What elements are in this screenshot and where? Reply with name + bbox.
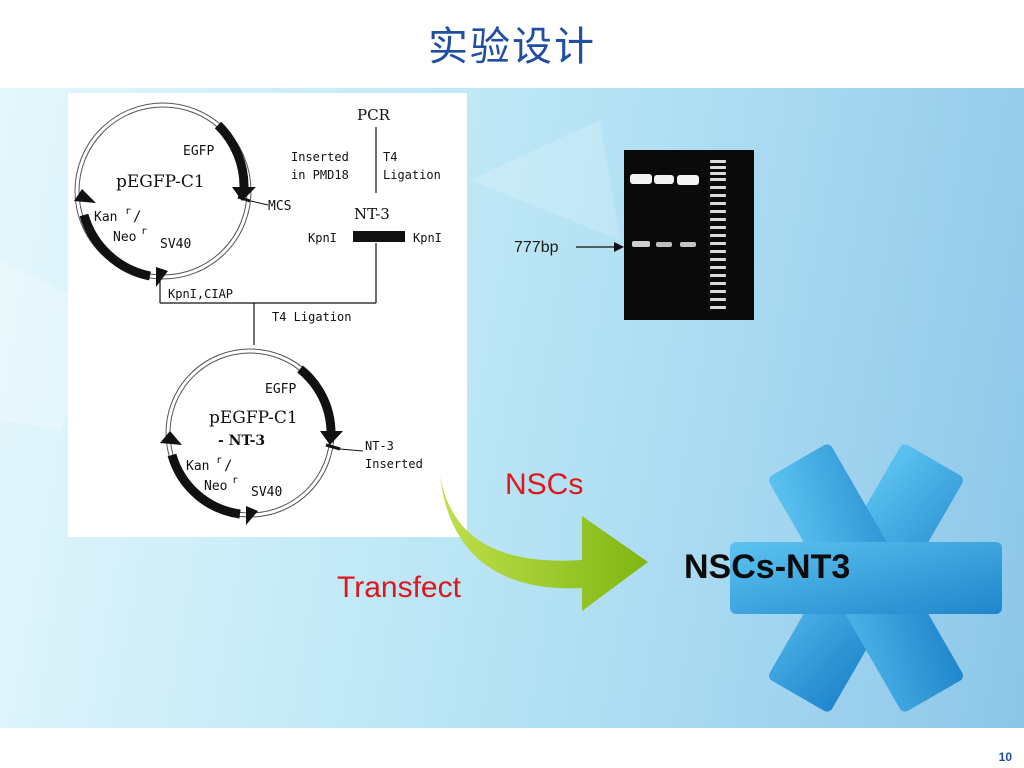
- page-number: 10: [998, 750, 1012, 764]
- page-title: 实验设计: [428, 24, 596, 70]
- top-neo-label: Neo: [113, 230, 136, 245]
- kpni-left-label: KpnI: [308, 231, 337, 245]
- well-band: [630, 174, 652, 184]
- bottom-kan-superscript: r: [216, 455, 222, 466]
- nt3-insert-label-line2: Inserted: [365, 457, 423, 471]
- plasmid-diagram: EGFP pEGFP-C1 MCS Kan r / Neo r SV40 PCR…: [68, 93, 467, 537]
- bottom-plasmid-name: pEGFP-C1: [209, 408, 298, 428]
- bottom-sv40-label: SV40: [251, 485, 282, 500]
- nt3-insert-label-line1: NT-3: [365, 439, 394, 453]
- t4-label-line2: Ligation: [383, 168, 441, 182]
- insert-band: [632, 241, 650, 247]
- t4-ligation-label: T4 Ligation: [272, 310, 351, 324]
- t4-label-line1: T4: [383, 150, 397, 164]
- pcr-label: PCR: [357, 106, 391, 124]
- bottom-slash: /: [224, 458, 232, 474]
- top-plasmid-name: pEGFP-C1: [116, 172, 205, 192]
- top-sv40-label: SV40: [160, 237, 191, 252]
- top-kan-label: Kan: [94, 210, 117, 225]
- mcs-label: MCS: [268, 199, 291, 214]
- gel-electrophoresis-image: [624, 150, 754, 320]
- result-label: NSCs-NT3: [684, 548, 851, 586]
- nscs-label: NSCs: [505, 468, 584, 501]
- ladder-lane: [710, 160, 726, 309]
- top-slash: /: [133, 209, 141, 225]
- top-plasmid: [74, 102, 269, 287]
- kpni-right-label: KpnI: [413, 231, 442, 245]
- nt3-label: NT-3: [354, 205, 390, 223]
- arrow-right-icon: [576, 242, 624, 252]
- top-neo-superscript: r: [141, 226, 147, 237]
- inserted-label-line1: Inserted: [291, 150, 349, 164]
- gel-bands-svg: [630, 160, 726, 309]
- transfect-label: Transfect: [337, 571, 461, 604]
- top-kan-superscript: r: [125, 206, 131, 217]
- inserted-label-line2: in PMD18: [291, 168, 349, 182]
- insert-band: [656, 242, 672, 247]
- bottom-neo-superscript: r: [232, 475, 238, 486]
- well-band: [677, 175, 699, 185]
- kpni-ciap-label: KpnI,CIAP: [168, 287, 233, 301]
- top-egfp-label: EGFP: [183, 144, 214, 159]
- bottom-egfp-label: EGFP: [265, 382, 296, 397]
- insert-band: [680, 242, 696, 247]
- well-band: [654, 175, 674, 184]
- bottom-neo-label: Neo: [204, 479, 227, 494]
- plasmid-diagram-svg: EGFP pEGFP-C1 MCS Kan r / Neo r SV40 PCR…: [74, 102, 442, 525]
- nt3-fragment: [353, 231, 405, 242]
- bottom-kan-label: Kan: [186, 459, 209, 474]
- band-size-label: 777bp: [514, 239, 559, 256]
- bottom-plasmid-subname: - NT-3: [218, 433, 265, 449]
- bottom-plasmid: [160, 348, 364, 525]
